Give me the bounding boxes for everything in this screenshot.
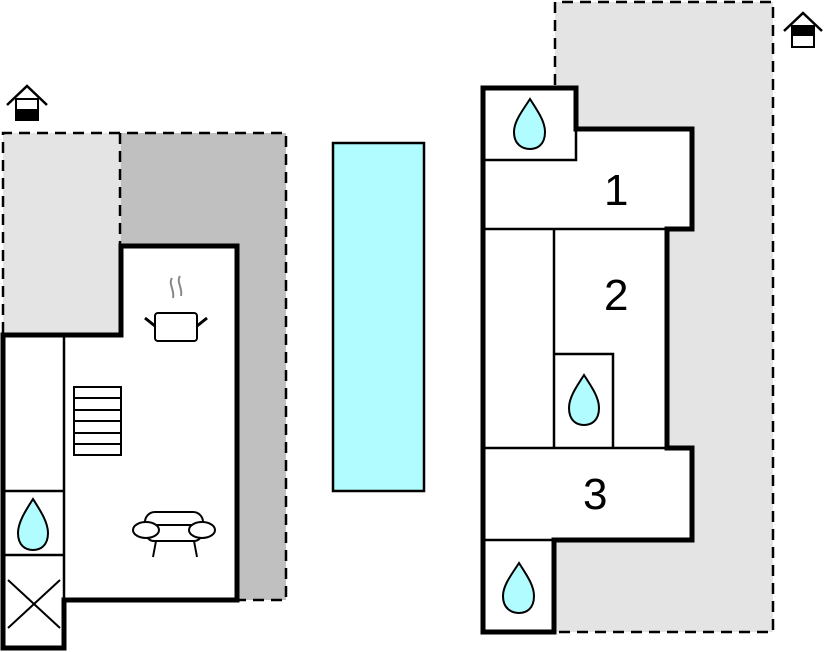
room-number-3: 3 xyxy=(583,470,607,519)
terrace-light-left xyxy=(3,133,121,333)
right-floor xyxy=(483,88,692,632)
bathroom-water-drop-icon xyxy=(16,497,50,552)
house-entrance-icon xyxy=(6,84,48,121)
armchair-icon xyxy=(132,511,216,558)
pool xyxy=(331,141,426,493)
left-building xyxy=(0,84,288,651)
terrace-dark-strip xyxy=(237,246,286,600)
terrace-outline-right xyxy=(553,0,775,634)
bathroom-water-drop-icon xyxy=(501,561,536,615)
terrace-dark-left xyxy=(121,133,286,246)
bath-mid-partition xyxy=(554,352,615,448)
bathroom-water-drop-icon xyxy=(512,97,547,151)
bathroom-water-drop-icon xyxy=(567,373,601,427)
staircase-icon xyxy=(73,386,122,456)
bath-top-partition xyxy=(483,129,578,162)
room-number-1: 1 xyxy=(604,166,628,215)
house-entrance-icon xyxy=(783,11,823,48)
cooking-pot-icon xyxy=(144,275,208,342)
terrace-outline-left xyxy=(1,131,288,602)
closed-area-cross-icon xyxy=(7,579,61,629)
right-building: 1 2 3 xyxy=(480,0,823,635)
room-number-2: 2 xyxy=(604,271,628,320)
